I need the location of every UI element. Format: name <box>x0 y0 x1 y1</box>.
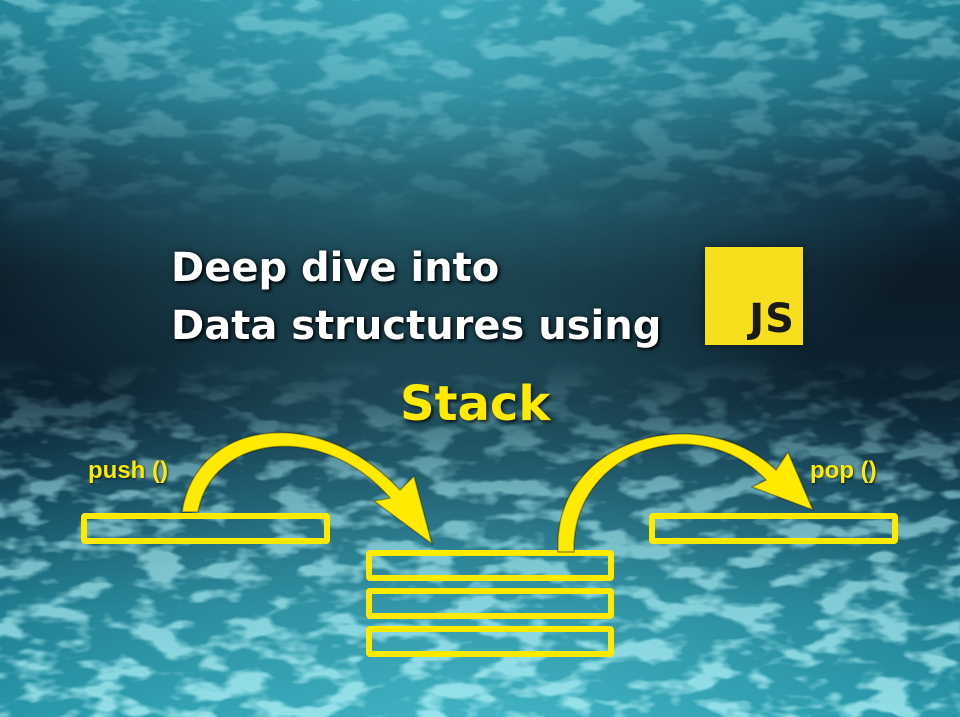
stack-item <box>369 629 611 654</box>
push-arrow <box>182 433 432 544</box>
stack-item <box>369 591 611 616</box>
stack-items <box>369 553 611 654</box>
stack-item <box>369 553 611 578</box>
pop-element-box <box>652 516 895 541</box>
pop-arrow <box>558 434 813 552</box>
push-element-box <box>84 516 327 541</box>
